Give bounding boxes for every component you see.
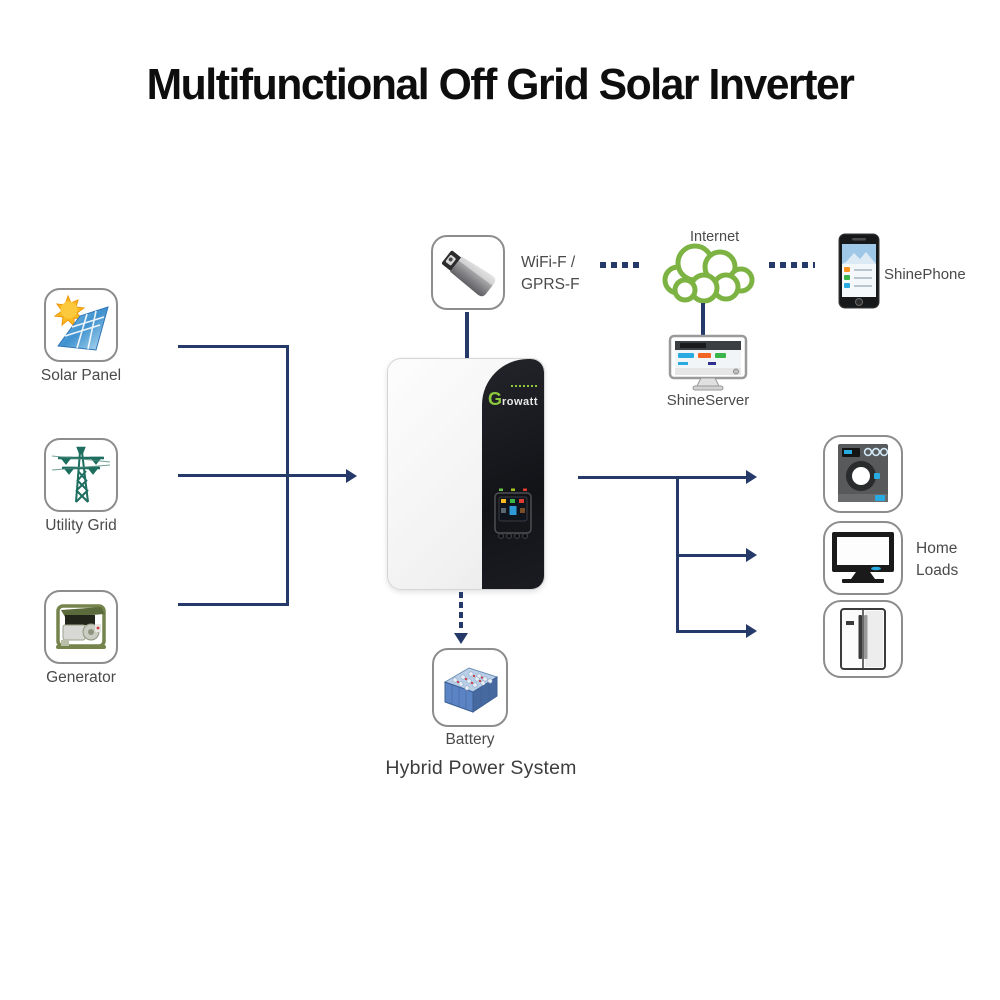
arrowhead-washer — [746, 470, 757, 484]
link-utility-to-inverter — [178, 474, 348, 477]
tv-node — [823, 521, 903, 595]
link-wifi-inverter — [465, 312, 469, 358]
solar-panel-icon — [53, 294, 109, 351]
arrowhead-inverter — [346, 469, 357, 483]
link-cloud-server — [701, 303, 705, 337]
growatt-logo: Growatt — [487, 389, 538, 409]
wifi-label: WiFi-F / GPRS-F — [521, 254, 580, 293]
internet-label: Internet — [690, 229, 740, 245]
growatt-tagline-dashes — [511, 385, 537, 387]
arrowhead-tv — [746, 548, 757, 562]
left-bus-line — [286, 345, 289, 606]
utility-grid-icon — [52, 446, 110, 503]
link-generator — [178, 603, 289, 606]
dashed-link-inverter-battery — [459, 592, 463, 632]
shinephone-icon — [838, 233, 880, 309]
arrowhead-fridge — [746, 624, 757, 638]
refrigerator-icon — [840, 608, 886, 670]
diagram-caption: Hybrid Power System — [385, 757, 577, 779]
dotted-link-wifi-cloud — [600, 262, 642, 268]
dotted-link-cloud-phone — [769, 262, 815, 268]
solar-panel-node — [44, 288, 118, 362]
generator-label: Generator — [46, 669, 116, 686]
utility-grid-label: Utility Grid — [45, 517, 117, 534]
shineserver-icon — [668, 334, 748, 391]
link-solar — [178, 345, 289, 348]
home-loads-label: Home Loads — [916, 540, 959, 579]
washing-machine-node — [823, 435, 903, 513]
inverter: Growatt — [387, 358, 545, 590]
generator-icon — [56, 604, 106, 649]
wifi-dongle-icon — [441, 250, 496, 296]
battery-node — [432, 648, 508, 727]
wifi-module-node — [431, 235, 505, 310]
page-title: Multifunctional Off Grid Solar Inverter — [146, 60, 855, 109]
solar-panel-label: Solar Panel — [40, 367, 122, 384]
internet-cloud-icon — [662, 243, 755, 304]
arrowhead-battery — [454, 633, 468, 644]
shineserver-label: ShineServer — [666, 392, 750, 409]
battery-icon — [443, 666, 499, 713]
inverter-front-panel: Growatt — [482, 359, 544, 589]
link-to-fridge — [676, 630, 748, 633]
utility-grid-node — [44, 438, 118, 512]
link-inverter-to-washer — [578, 476, 748, 479]
tv-icon — [832, 532, 894, 583]
link-to-tv — [676, 554, 748, 557]
shinephone-label: ShinePhone — [884, 266, 966, 283]
battery-label: Battery — [445, 731, 495, 748]
refrigerator-node — [823, 600, 903, 678]
inverter-display — [494, 488, 532, 539]
washing-machine-icon — [838, 444, 889, 502]
generator-node — [44, 590, 118, 664]
